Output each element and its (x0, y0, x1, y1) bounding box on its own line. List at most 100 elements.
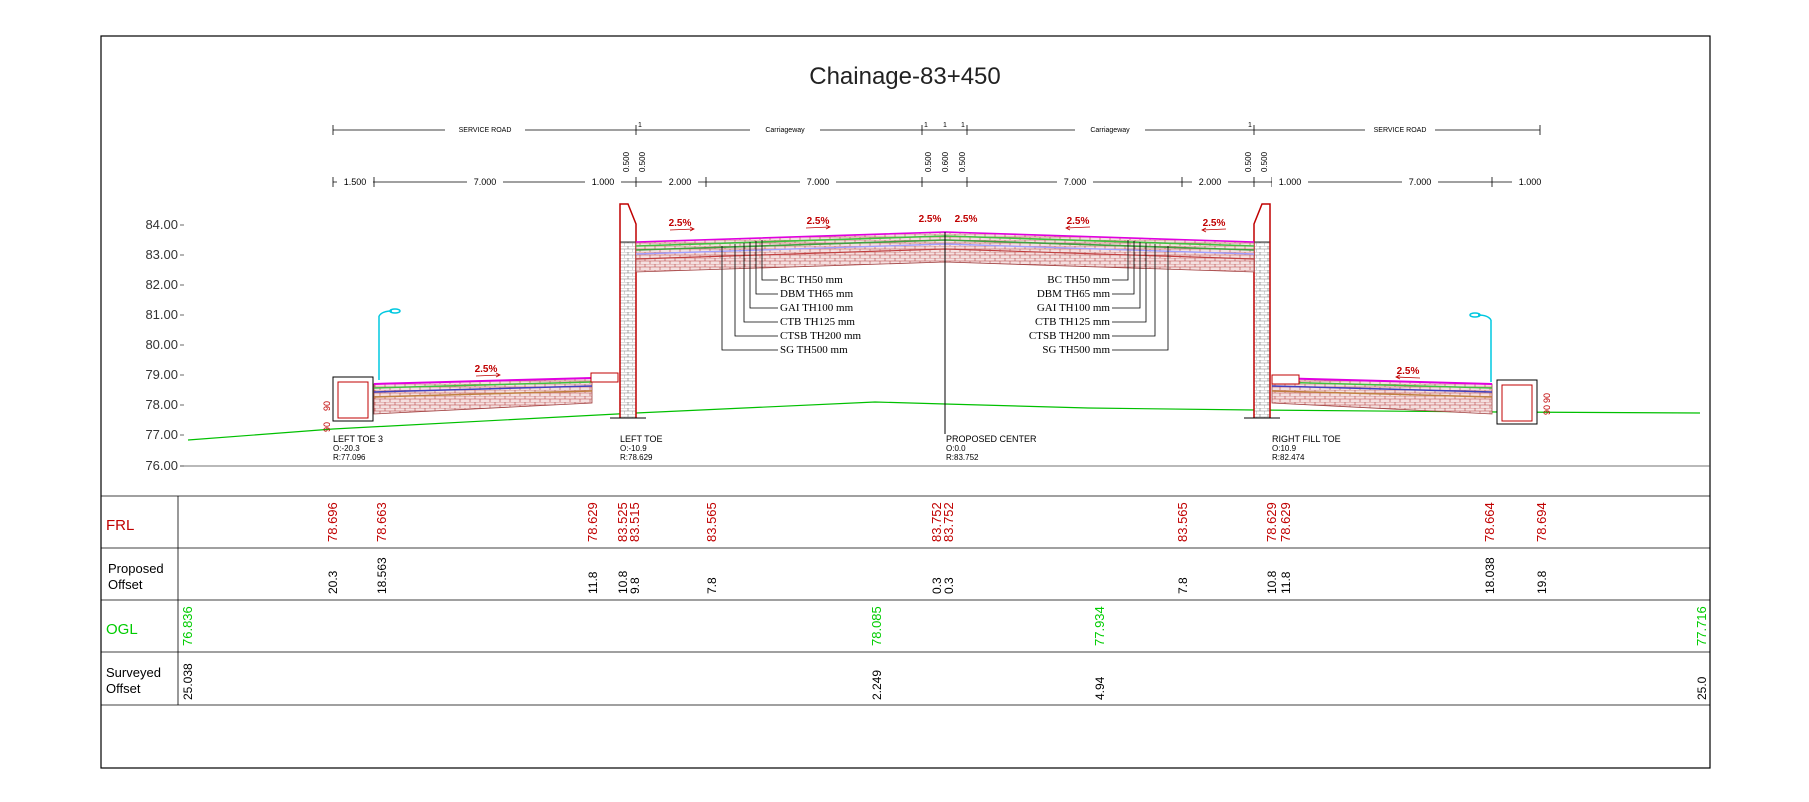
frl-value: 83.515 (627, 502, 642, 542)
data-table-grid (101, 495, 1710, 706)
right-fill-toe-offset: O:10.9 (1272, 444, 1297, 453)
left-service-road (332, 372, 619, 422)
proposed-offset-value: 7.8 (705, 577, 719, 594)
left-toe-offset: O:-10.9 (620, 444, 647, 453)
ogl-value: 76.836 (180, 606, 195, 646)
level-label: 84.00 (145, 217, 178, 232)
width-label: 0.500 (958, 151, 967, 172)
width-label: 7.000 (1064, 177, 1087, 187)
slope-label-8: 2.5% (1397, 366, 1420, 377)
proposed-offset-label-2: Offset (108, 577, 143, 592)
drawing-border (100, 35, 1711, 769)
level-label: 82.00 (145, 277, 178, 292)
frl-value: 78.664 (1482, 502, 1497, 542)
slope-labels: 2.5% 2.5% 2.5% 2.5% 2.5% 2.5% 2.5% 2.5% (475, 214, 1420, 377)
proposed-offset-value: 18.563 (375, 557, 389, 594)
proposed-offset-value: 7.8 (1176, 577, 1190, 594)
right-service-road (1271, 374, 1538, 425)
drain-mark-left-2: 90 (322, 422, 332, 432)
width-label: 2.000 (1199, 177, 1222, 187)
width-label: 7.000 (474, 177, 497, 187)
left-toe-3-name: LEFT TOE 3 (333, 434, 383, 444)
layer-leaders-right (1112, 240, 1169, 351)
frl-row-label: FRL (106, 517, 134, 534)
layer-left-ctb: CTB TH125 mm (780, 316, 855, 328)
slope-label-6: 2.5% (1203, 218, 1226, 229)
proposed-center-name: PROPOSED CENTER (946, 434, 1037, 444)
drain-mark-right-2: 90 (1542, 393, 1552, 403)
proposed-offset-value: 11.8 (1279, 571, 1293, 594)
proposed-offset-value: 19.8 (1535, 570, 1549, 594)
width-label-bg (1512, 176, 1548, 187)
surveyed-offset-value: 25.038 (181, 663, 195, 700)
layer-left-bc: BC TH50 mm (780, 274, 843, 286)
median-tick-3: 1 (943, 122, 947, 129)
level-label: 78.00 (145, 397, 178, 412)
width-label: 7.000 (1409, 177, 1432, 187)
surveyed-offset-label-1: Surveyed (106, 665, 161, 680)
width-labels: 1.500 7.000 1.000 0.500 0.500 2.000 7.000 0.500… (332, 151, 1548, 187)
street-light-left (378, 308, 401, 380)
slope-arrows (475, 224, 1421, 380)
layer-left-gai: GAI TH100 mm (780, 302, 854, 314)
width-label-bg (662, 176, 698, 187)
proposed-offset-value: 0.3 (930, 577, 944, 594)
width-label: 0.500 (622, 151, 631, 172)
ogl-value: 77.934 (1092, 606, 1107, 646)
frl-value: 83.752 (929, 502, 944, 542)
right-retaining-wall (1244, 203, 1280, 419)
street-light-right (1469, 312, 1492, 382)
ogl-value: 78.085 (869, 606, 884, 646)
frl-value: 78.696 (325, 502, 340, 542)
width-label: 1.500 (344, 177, 367, 187)
level-label: 77.00 (145, 427, 178, 442)
proposed-center-offset: O:0.0 (946, 444, 966, 453)
frl-value: 78.629 (1264, 502, 1279, 542)
width-label: 2.000 (669, 177, 692, 187)
width-label-bg (800, 176, 836, 187)
proposed-offset-value: 9.8 (628, 577, 642, 594)
proposed-offset-value: 20.3 (326, 570, 340, 594)
left-toe-name: LEFT TOE (620, 434, 663, 444)
surveyed-offset-value: 4.94 (1093, 676, 1107, 700)
frl-value: 83.565 (1175, 502, 1190, 542)
layer-right-ctb: CTB TH125 mm (1035, 316, 1110, 328)
width-label: 1.000 (1279, 177, 1302, 187)
service-road-left-label: SERVICE ROAD (459, 127, 512, 134)
layer-right-bc: BC TH50 mm (1047, 274, 1110, 286)
layer-right-sg: SG TH500 mm (1042, 344, 1110, 356)
width-label-bg (467, 176, 503, 187)
median-tick-4: 1 (961, 122, 965, 129)
frl-value: 83.752 (941, 502, 956, 542)
width-label-bg (1057, 176, 1093, 187)
layer-left-dbm: DBM TH65 mm (780, 288, 854, 300)
right-fill-toe-name: RIGHT FILL TOE (1272, 434, 1341, 444)
elevation-scale: 84.0083.0082.0081.0080.0079.0078.0077.00… (145, 217, 184, 473)
slope-label-5: 2.5% (1067, 216, 1090, 227)
width-label: 0.500 (1244, 151, 1253, 172)
frl-value: 78.663 (374, 502, 389, 542)
proposed-offset-value: 18.038 (1483, 557, 1497, 594)
left-toe-level: R:78.629 (620, 453, 653, 462)
width-label: 1.000 (592, 177, 615, 187)
point-labels: LEFT TOE 3 O:-20.3 R:77.096 LEFT TOE O:-… (333, 434, 1341, 462)
layer-leaders-left (721, 240, 778, 351)
level-label: 83.00 (145, 247, 178, 262)
width-label-bg (1192, 176, 1228, 187)
level-label: 80.00 (145, 337, 178, 352)
width-label: 0.600 (941, 151, 950, 172)
width-label-bg (1402, 176, 1438, 187)
frl-value: 83.525 (615, 502, 630, 542)
surveyed-offset-label-2: Offset (106, 681, 141, 696)
layer-left-sg: SG TH500 mm (780, 344, 848, 356)
carriageway-left-label: Carriageway (765, 127, 805, 134)
left-retaining-wall (610, 203, 646, 419)
left-toe-3-offset: O:-20.3 (333, 444, 360, 453)
frl-value: 78.629 (1278, 502, 1293, 542)
proposed-offset-label-1: Proposed (108, 561, 164, 576)
